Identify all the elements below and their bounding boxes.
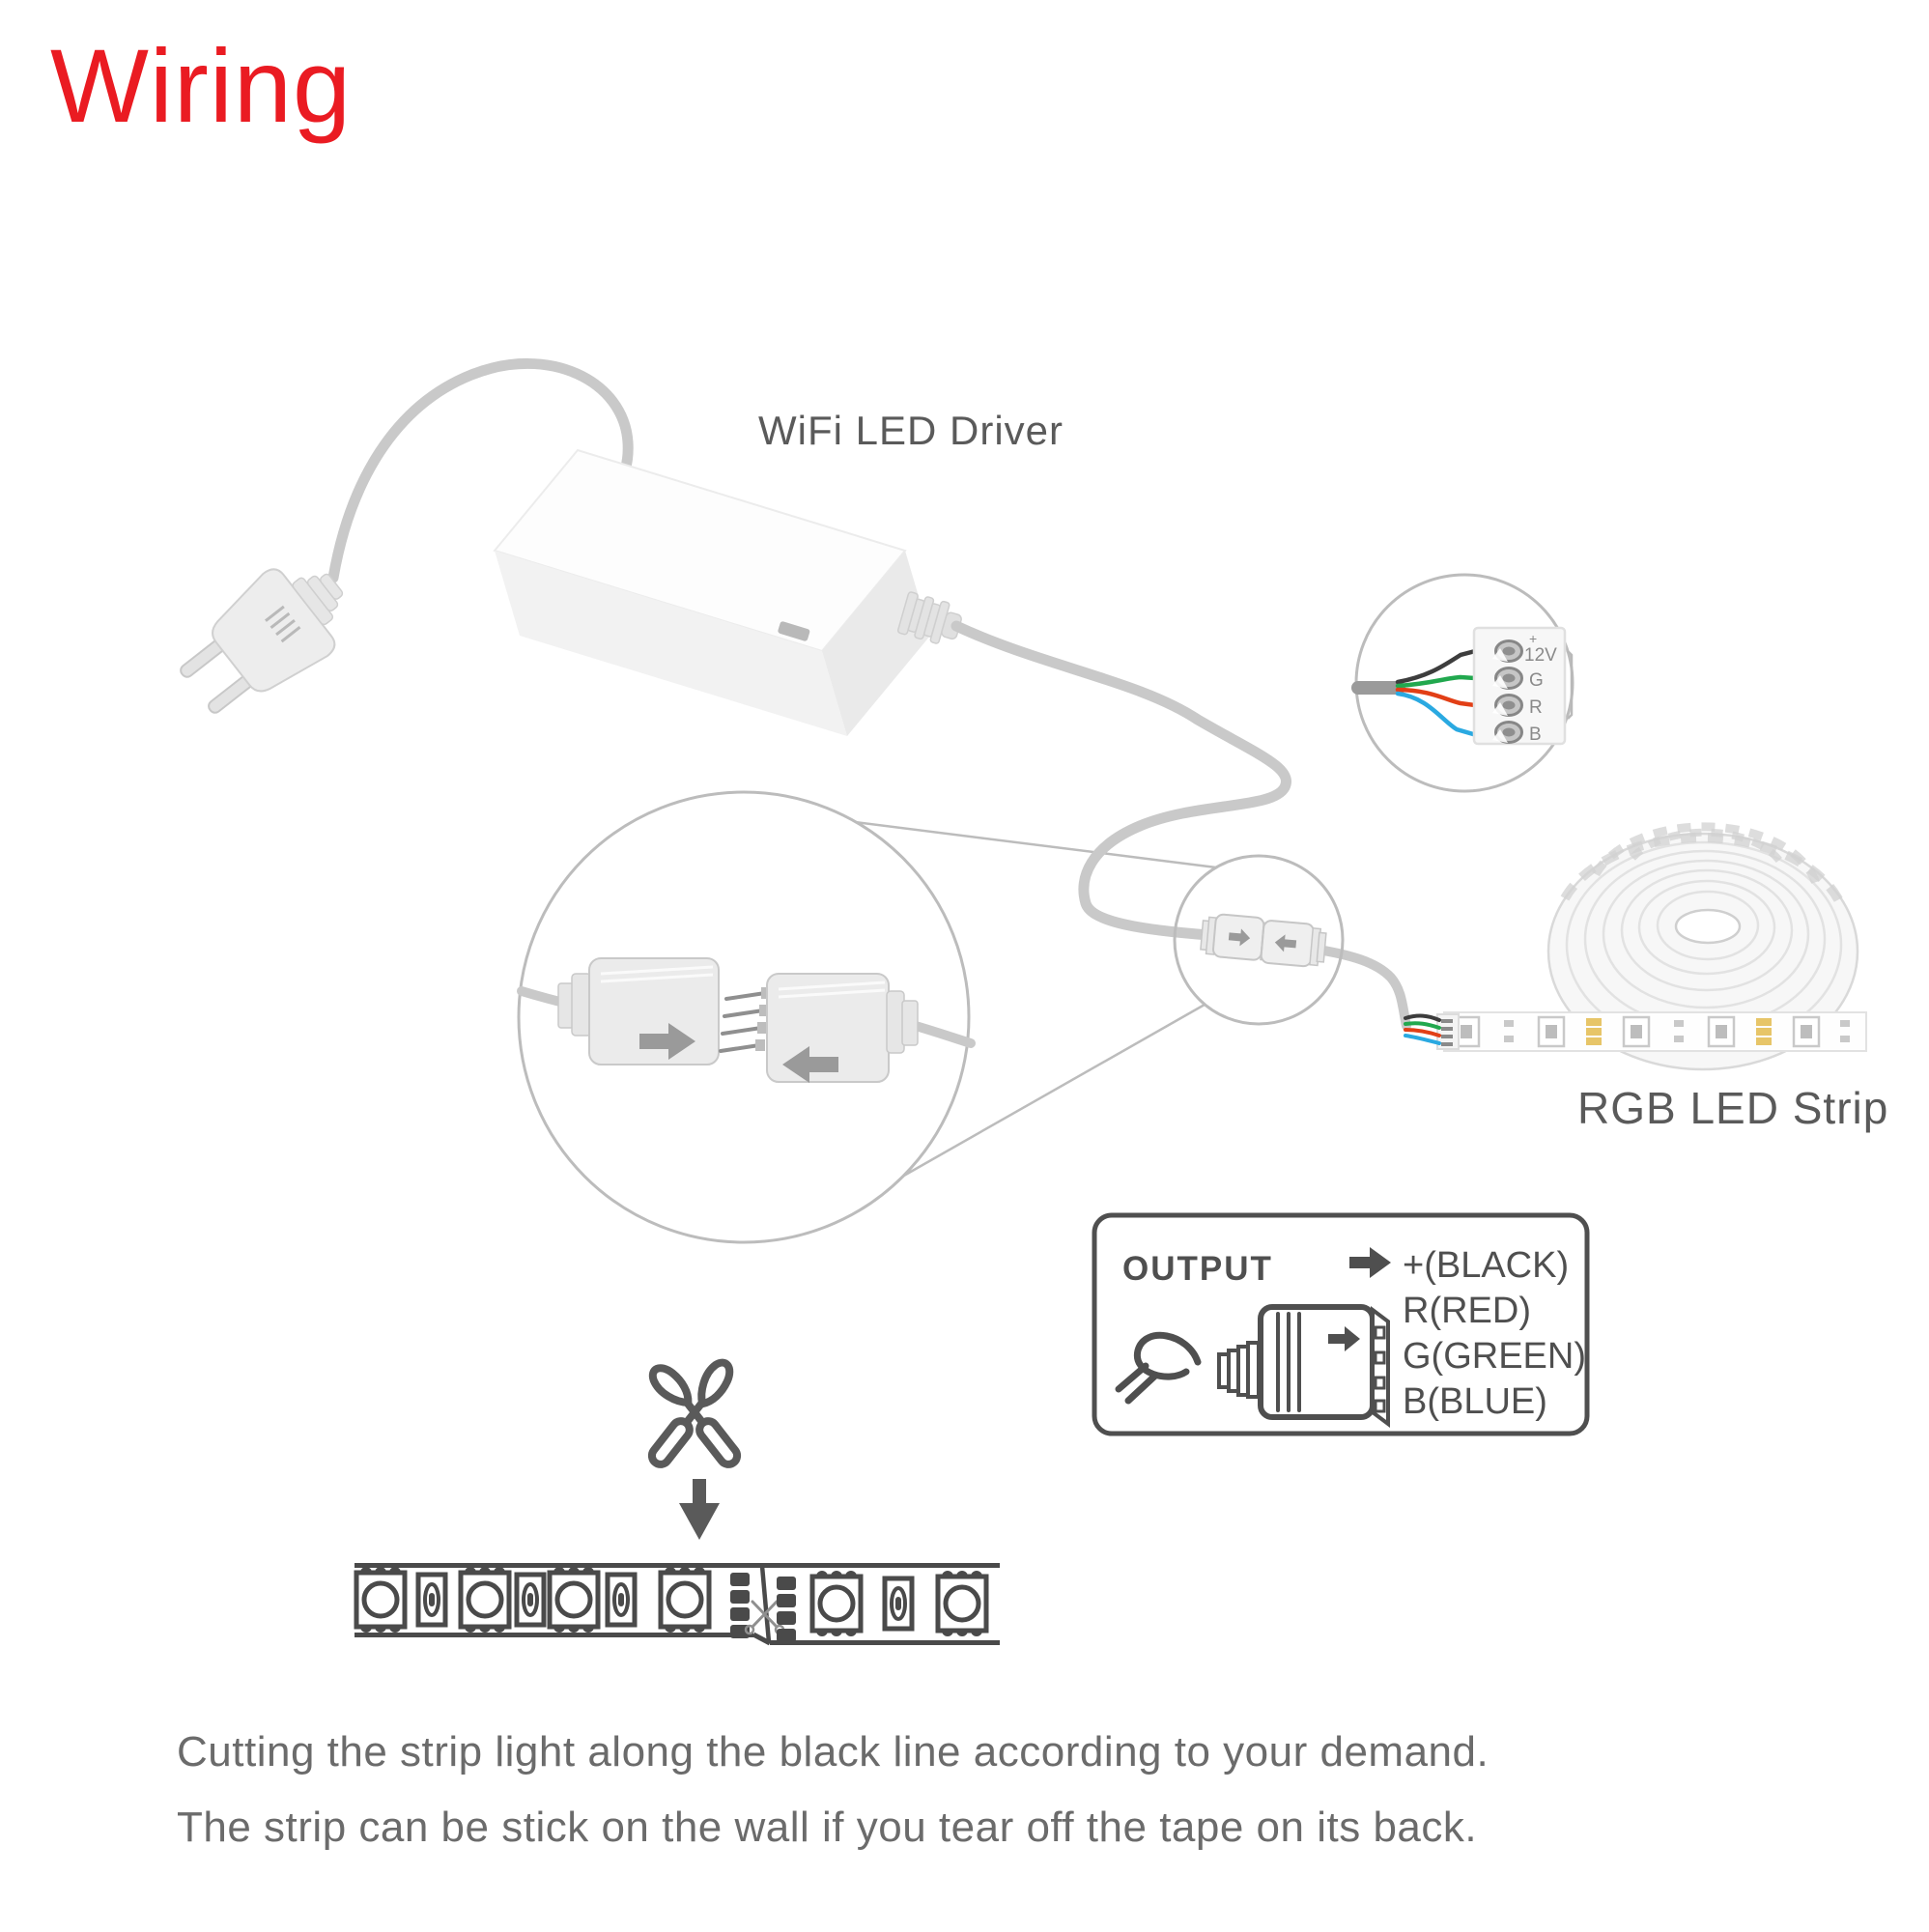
output-line-black: +(BLACK) xyxy=(1403,1245,1569,1286)
mini-led-chip xyxy=(1707,1015,1736,1048)
wire-blue xyxy=(1404,1034,1441,1045)
output-line-blue: B(BLUE) xyxy=(1403,1381,1547,1422)
wire-green xyxy=(1395,674,1478,689)
caption-line-1: Cutting the strip light along the black … xyxy=(177,1728,1489,1776)
scissors-icon xyxy=(644,1358,740,1470)
down-arrow-icon xyxy=(679,1479,720,1540)
led-chip xyxy=(461,1567,509,1633)
output-line-green: G(GREEN) xyxy=(1403,1336,1586,1377)
wire-black xyxy=(1395,648,1478,685)
connector-pins xyxy=(719,991,767,1053)
strip-cut-diagram xyxy=(355,1563,1000,1646)
wire-red xyxy=(1395,687,1478,708)
resistor-chip xyxy=(885,1578,912,1629)
output-panel: OUTPUT +(BLACK) R(RED) G(GREEN) B(BLUE) xyxy=(1092,1212,1590,1436)
strip-label: RGB LED Strip xyxy=(1577,1083,1888,1133)
output-title: OUTPUT xyxy=(1122,1250,1273,1288)
terminal-label-12v: 12V xyxy=(1524,645,1557,666)
driver-indicator-led xyxy=(778,621,810,641)
output-connector-sketch xyxy=(1115,1304,1390,1428)
terminal-label-g: G xyxy=(1529,670,1544,691)
resistor-chip xyxy=(418,1575,445,1625)
led-strip-coil xyxy=(1404,822,1867,1071)
arrow-right-icon xyxy=(1349,1247,1391,1278)
output-cable-a xyxy=(950,620,1291,941)
terminal-detail-circle: + 12V G R B xyxy=(1351,573,1574,793)
strip-connector-male xyxy=(557,957,720,1065)
strip-connector-female xyxy=(766,973,919,1083)
page-title: Wiring xyxy=(50,27,352,144)
arrow-right-icon xyxy=(1228,928,1251,947)
caption-line-2: The strip can be stick on the wall if yo… xyxy=(177,1804,1477,1851)
arrow-left-icon xyxy=(782,1046,838,1083)
wire-black xyxy=(1404,1013,1441,1022)
terminal-label-b: B xyxy=(1529,724,1542,745)
coil-center-hole xyxy=(1674,908,1742,945)
inline-connector-pair xyxy=(1200,913,1327,968)
led-chip xyxy=(812,1571,861,1636)
arrow-left-icon xyxy=(1274,934,1297,952)
mini-led-chip xyxy=(1792,1015,1821,1048)
solder-pads xyxy=(777,1577,796,1642)
arrow-right-icon xyxy=(639,1023,695,1060)
inline-connector-highlight-circle xyxy=(1173,854,1345,1026)
output-line-red: R(RED) xyxy=(1403,1291,1531,1331)
arrow-right-icon xyxy=(1328,1326,1360,1351)
wire-blue xyxy=(1395,691,1476,737)
coil-front-strip xyxy=(1443,1011,1867,1052)
wire-green xyxy=(1404,1021,1441,1030)
resistor-chip xyxy=(517,1575,544,1625)
terminal-plus-label: + xyxy=(1529,631,1537,646)
wifi-led-driver xyxy=(493,448,962,736)
cut-line xyxy=(759,1565,772,1643)
connector-detail-magnifier xyxy=(517,790,976,1244)
mini-solder-pads xyxy=(1756,1018,1772,1045)
mini-led-chip xyxy=(1537,1015,1566,1048)
wire-red xyxy=(1404,1028,1441,1037)
terminal-label-r: R xyxy=(1529,697,1543,718)
mini-led-chip xyxy=(1622,1015,1651,1048)
output-cable-b xyxy=(1307,944,1411,1031)
led-chip xyxy=(550,1567,598,1633)
led-chip xyxy=(938,1571,986,1636)
magnifier-cone-lines xyxy=(854,820,1217,1179)
led-chip xyxy=(661,1567,709,1633)
driver-label: WiFi LED Driver xyxy=(758,408,1064,453)
resistor-chip xyxy=(608,1575,635,1625)
mini-solder-pads xyxy=(1586,1018,1602,1045)
led-chip xyxy=(356,1567,405,1633)
power-plug xyxy=(180,568,344,714)
